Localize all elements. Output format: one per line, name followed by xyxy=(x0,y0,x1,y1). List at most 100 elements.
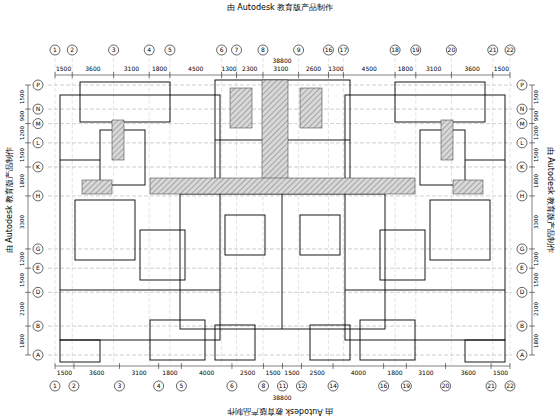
axis-bubble xyxy=(33,162,43,172)
dimension: 2100 xyxy=(20,302,26,316)
axis-number: 3 xyxy=(112,47,116,53)
dimension-tick xyxy=(158,363,159,369)
axis-letter: A xyxy=(36,352,40,358)
axis-bubble xyxy=(154,381,164,391)
axis-number: 20 xyxy=(448,47,456,53)
axis-letter: H xyxy=(36,193,41,199)
dimension: 2100 xyxy=(534,302,540,316)
dimension: 1800 xyxy=(534,334,540,348)
axis-letter: B xyxy=(520,323,524,329)
axis-bubble xyxy=(411,45,421,55)
dimension-tick xyxy=(415,72,416,78)
dimension-tick xyxy=(119,363,120,369)
axis-line xyxy=(48,292,512,293)
dimension-tick xyxy=(383,363,384,369)
dimension: 2500 xyxy=(310,370,325,376)
axis-number: 20 xyxy=(442,383,450,389)
dimension-tick xyxy=(25,326,31,327)
axis-bubble xyxy=(338,45,348,55)
dimension: 1500 xyxy=(20,148,26,162)
axis-letter: P xyxy=(520,82,524,88)
dimension: 1500 xyxy=(265,370,280,376)
dimension: 1300 xyxy=(328,66,343,72)
dimension: 1500 xyxy=(534,148,540,162)
dimension: 1300 xyxy=(221,66,236,72)
total-dimension: 38800 xyxy=(272,58,291,64)
axis-bubble xyxy=(517,104,527,114)
axis-line xyxy=(113,58,114,365)
dimension: 1200 xyxy=(534,126,540,140)
axis-letter: K xyxy=(520,164,524,170)
dimension-tick xyxy=(113,72,114,78)
axis-number: 16 xyxy=(380,383,388,389)
axis-bubble xyxy=(33,244,43,254)
dimension: 1800 xyxy=(162,370,177,376)
dimension-tick xyxy=(25,85,31,86)
dimension-tick xyxy=(491,363,492,369)
axis-line xyxy=(510,58,511,365)
dimension-tick xyxy=(529,85,535,86)
dimension: 4000 xyxy=(199,370,214,376)
axis-line xyxy=(492,58,493,365)
axis-line xyxy=(48,248,512,249)
axis-bubble xyxy=(488,45,498,55)
axis-number: 21 xyxy=(489,47,497,53)
dimension-tick xyxy=(263,363,264,369)
dimension-tick xyxy=(529,355,535,356)
dimension: 4000 xyxy=(351,370,366,376)
axis-line xyxy=(48,268,512,269)
axis-bubble xyxy=(232,45,242,55)
axis-letter: L xyxy=(520,140,523,146)
dimension-tick xyxy=(510,72,511,78)
axis-line xyxy=(221,58,222,365)
axis-number: 11 xyxy=(279,383,287,389)
dimension-tick xyxy=(25,355,31,356)
axis-bubble xyxy=(517,191,527,201)
axis-letter: K xyxy=(36,164,40,170)
axis-letter: N xyxy=(520,106,525,112)
axis-bubble xyxy=(50,45,60,55)
dimension-tick xyxy=(262,72,263,78)
axis-number: 6 xyxy=(230,383,234,389)
dimension-tick xyxy=(529,142,535,143)
axis-letter: M xyxy=(35,121,40,127)
axis-bubble xyxy=(33,350,43,360)
axis-number: 4 xyxy=(147,47,151,53)
dimension-tick xyxy=(529,166,535,167)
dimension-tick xyxy=(451,72,452,78)
axis-bubble xyxy=(33,80,43,90)
dimension-tick xyxy=(55,72,56,78)
dimension: 1800 xyxy=(398,66,413,72)
dimension-tick xyxy=(529,123,535,124)
axis-bubble xyxy=(50,381,60,391)
axis-bubble xyxy=(165,45,175,55)
dimension: 3100 xyxy=(426,66,441,72)
dimension: 3300 xyxy=(534,215,540,229)
dimension-tick xyxy=(25,109,31,110)
dimension-tick xyxy=(282,363,283,369)
dimension-tick xyxy=(149,72,150,78)
axis-line xyxy=(48,248,512,249)
axis-number: 19 xyxy=(403,383,411,389)
dimension-tick xyxy=(72,72,73,78)
dimension-tick xyxy=(395,72,396,78)
dimension-tick xyxy=(25,248,31,249)
dimension: 2500 xyxy=(240,370,255,376)
dimension: 3100 xyxy=(273,66,288,72)
axis-bubble xyxy=(517,244,527,254)
dimension-tick xyxy=(529,326,535,327)
dimension-tick xyxy=(445,363,446,369)
axis-bubble xyxy=(33,321,43,331)
axis-letter: H xyxy=(520,193,525,199)
axis-bubble xyxy=(69,381,79,391)
dimension-tick xyxy=(343,72,344,78)
axis-line xyxy=(48,195,512,196)
dimension-line xyxy=(532,85,533,355)
axis-letter: P xyxy=(36,82,40,88)
dimension-tick xyxy=(529,268,535,269)
dimension-tick xyxy=(25,123,31,124)
axis-number: 16 xyxy=(325,47,333,53)
axis-number: 1 xyxy=(53,383,57,389)
axis-bubble xyxy=(144,45,154,55)
dimension-tick xyxy=(298,72,299,78)
